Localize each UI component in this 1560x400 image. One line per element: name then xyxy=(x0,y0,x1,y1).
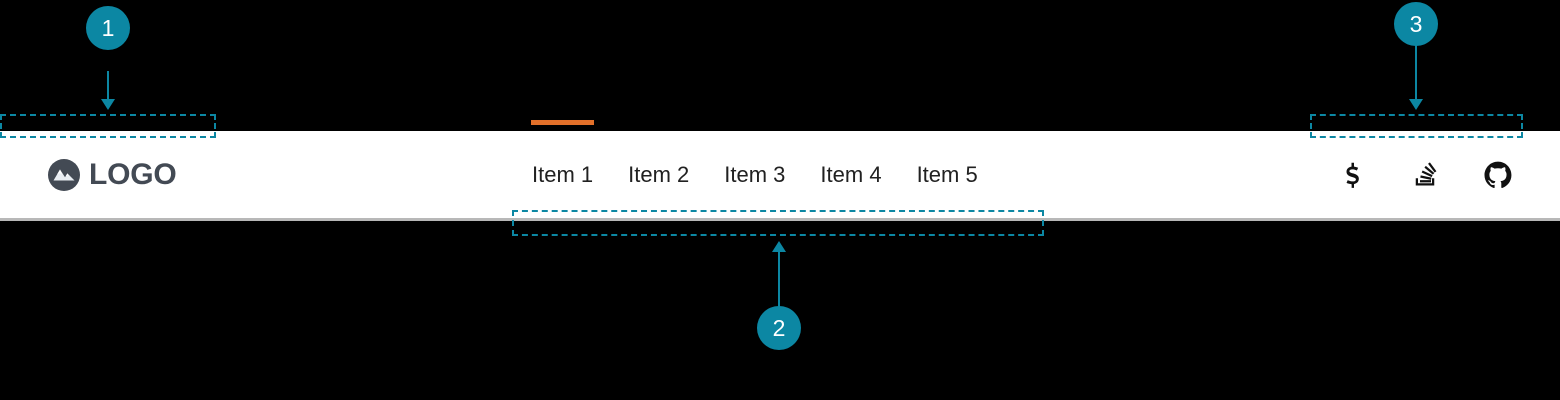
annotation-arrow-1 xyxy=(101,99,115,110)
annotation-leader-3 xyxy=(1415,44,1417,107)
nav-item-4[interactable]: Item 4 xyxy=(820,161,882,187)
brand-logo-text: LOGO xyxy=(89,157,177,191)
annotation-badge-2[interactable]: 2 xyxy=(757,306,801,350)
mountain-circle-logo-icon xyxy=(48,158,80,191)
superuser-icon[interactable] xyxy=(1337,160,1367,190)
nav-item-3[interactable]: Item 3 xyxy=(724,161,786,187)
annotation-arrow-3 xyxy=(1409,99,1423,110)
stack-overflow-icon[interactable] xyxy=(1410,160,1440,190)
brand-logo-link[interactable]: LOGO xyxy=(48,131,177,218)
site-header: LOGO Item 1 Item 2 Item 3 Item 4 Item 5 xyxy=(0,119,1560,221)
nav-item-5[interactable]: Item 5 xyxy=(916,161,978,187)
annotation-arrow-2 xyxy=(772,241,786,252)
annotation-badge-3[interactable]: 3 xyxy=(1394,2,1438,46)
annotation-badge-1[interactable]: 1 xyxy=(86,6,130,50)
social-links xyxy=(1337,131,1513,218)
github-icon[interactable] xyxy=(1483,160,1513,190)
primary-nav: Item 1 Item 2 Item 3 Item 4 Item 5 xyxy=(530,119,978,218)
annotation-leader-2 xyxy=(778,252,780,307)
nav-item-2[interactable]: Item 2 xyxy=(628,161,690,187)
annotation-leader-1 xyxy=(107,71,109,107)
nav-item-1[interactable]: Item 1 xyxy=(530,119,595,187)
